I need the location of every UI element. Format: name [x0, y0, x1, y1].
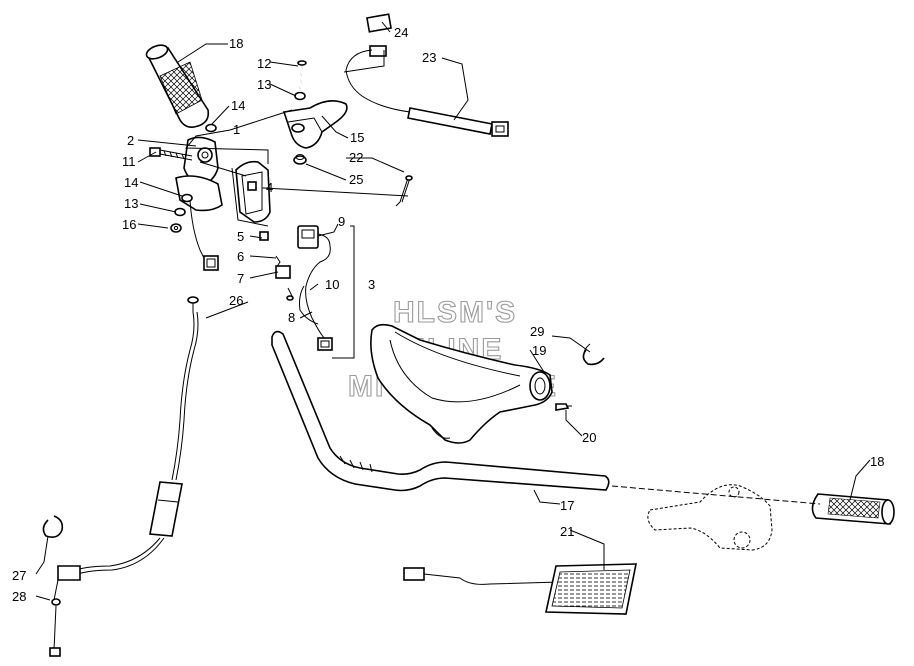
callout-labels: 18 12 13 14 1 2 11 14 13 16 24 23 15 22 … — [12, 25, 884, 604]
pin — [395, 175, 413, 207]
callout-15: 15 — [350, 130, 364, 145]
heater-element — [403, 563, 637, 615]
callout-24: 24 — [394, 25, 408, 40]
callout-14: 14 — [231, 98, 245, 113]
wire-harness — [299, 285, 333, 351]
callout-16: 16 — [122, 217, 136, 232]
callout-18-right: 18 — [870, 454, 884, 469]
left-hardware — [170, 91, 306, 233]
small-hardware — [259, 231, 294, 301]
callout-6: 6 — [237, 249, 244, 264]
callout-10: 10 — [325, 277, 339, 292]
callout-23: 23 — [422, 50, 436, 65]
heater-wire — [345, 13, 509, 137]
callout-14-lower: 14 — [124, 175, 138, 190]
switch — [297, 225, 331, 319]
handlebar-pad — [370, 323, 553, 444]
callout-20: 20 — [582, 430, 596, 445]
callout-28: 28 — [12, 589, 26, 604]
callout-12: 12 — [257, 56, 271, 71]
pad-screw — [555, 403, 572, 411]
callout-13: 13 — [257, 77, 271, 92]
callout-11: 11 — [122, 154, 136, 169]
callout-7: 7 — [237, 271, 244, 286]
callout-4: 4 — [266, 180, 273, 195]
callout-19: 19 — [532, 343, 546, 358]
callout-8: 8 — [288, 310, 295, 325]
brake-assembly — [647, 484, 773, 551]
leader-lines — [35, 21, 871, 601]
left-grip — [145, 44, 210, 128]
callout-2: 2 — [127, 133, 134, 148]
right-grip — [811, 493, 895, 525]
callout-26: 26 — [229, 293, 243, 308]
callout-29: 29 — [530, 324, 544, 339]
callout-18: 18 — [229, 36, 243, 51]
callout-25: 25 — [349, 172, 363, 187]
switch-housing — [199, 160, 271, 227]
pad-clamp — [582, 343, 605, 366]
handlebar — [271, 330, 610, 492]
callout-9: 9 — [338, 214, 345, 229]
callout-21: 21 — [560, 524, 574, 539]
cable-clamp — [42, 515, 64, 538]
svg-text:HLSM'S: HLSM'S — [393, 296, 517, 329]
callout-5: 5 — [237, 229, 244, 244]
callout-27: 27 — [12, 568, 26, 583]
callout-17: 17 — [560, 498, 574, 513]
callout-3: 3 — [368, 277, 375, 292]
callout-22: 22 — [349, 150, 363, 165]
callout-1: 1 — [233, 122, 240, 137]
lever-nut — [293, 154, 307, 165]
throttle-cable — [49, 296, 199, 657]
throttle-lever — [282, 60, 348, 149]
callout-13-lower: 13 — [124, 196, 138, 211]
